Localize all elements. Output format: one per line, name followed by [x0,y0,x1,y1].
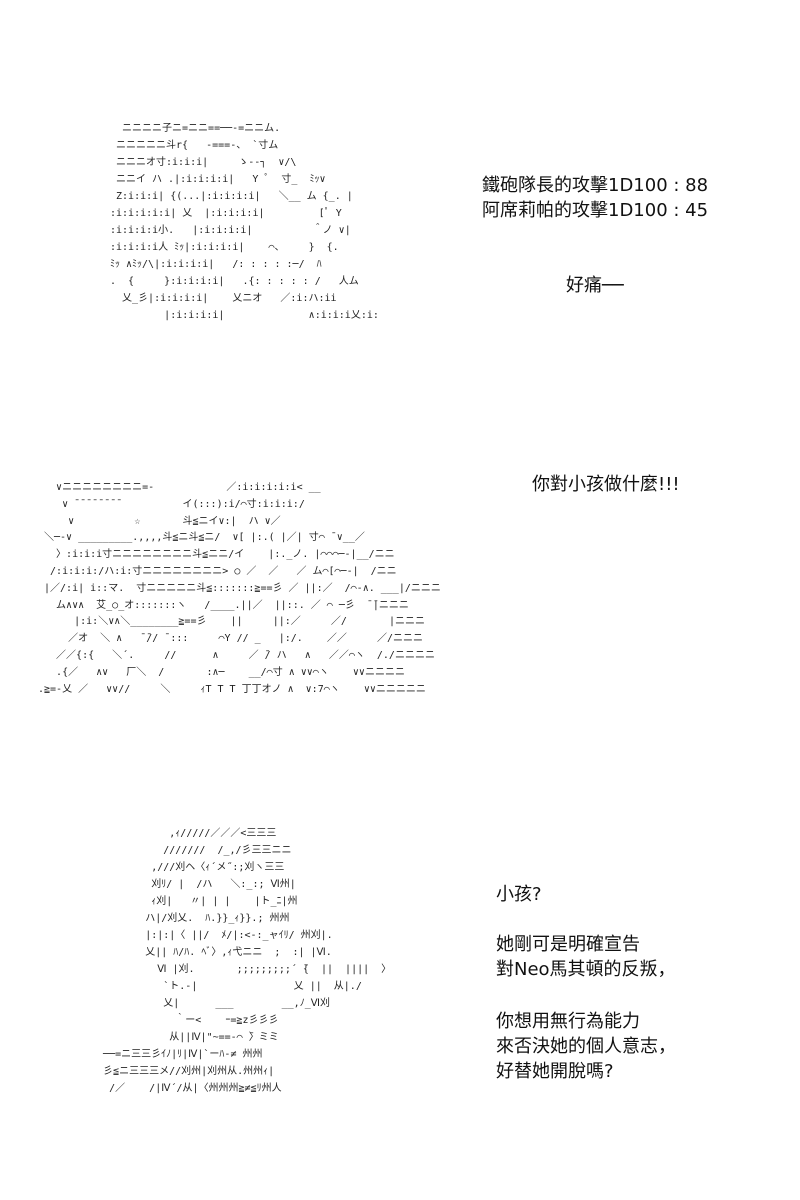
panel-character-speech: ,ｨ/////／／／<三三三 /////// /_,/彡三三ニニ ,///刈ヘ〈… [0,820,800,1130]
dialogue-line-3: 對Neo馬其頓的反叛， [496,959,676,980]
dialogue-line-1: 小孩? [496,884,542,905]
panel-dice-roll: ニニニニ子ニ=ニニ==──-=ニニム. ニニニニニ斗r{ -===-、 `寸ム … [0,110,800,370]
dialogue-line-2: 阿席莉帕的攻擊1D100 : 45 [482,200,709,221]
ascii-art-character-1: ニニニニ子ニ=ニニ==──-=ニニム. ニニニニニ斗r{ -===-、 `寸ム … [110,123,379,321]
dialogue-line-3: 好痛── [566,275,624,296]
dialogue-line-1: 鐵砲隊長的攻擊1D100 : 88 [482,175,709,196]
dialogue-line-2: 她剛可是明確宣告 [496,934,640,955]
dialogue-line-4: 你想用無行為能力 [496,1011,640,1032]
dialogue-line-1: 你對小孩做什麼!!! [532,474,680,495]
dialogue-line-6: 好替她開脫嗎? [496,1061,614,1082]
dialogue-line-5: 來否決她的個人意志， [496,1036,676,1057]
panel-action-scene: ∨ニニニニニニニニ=- ／:i:i:i:i:i< __ ∨ ̄ ̄ ̄ ̄ ̄ … [0,465,800,725]
ascii-art-action-scene: ∨ニニニニニニニニ=- ／:i:i:i:i:i< __ ∨ ̄ ̄ ̄ ̄ ̄ … [38,482,441,695]
ascii-art-character-2: ,ｨ/////／／／<三三三 /////// /_,/彡三三ニニ ,///刈ヘ〈… [103,828,392,1094]
